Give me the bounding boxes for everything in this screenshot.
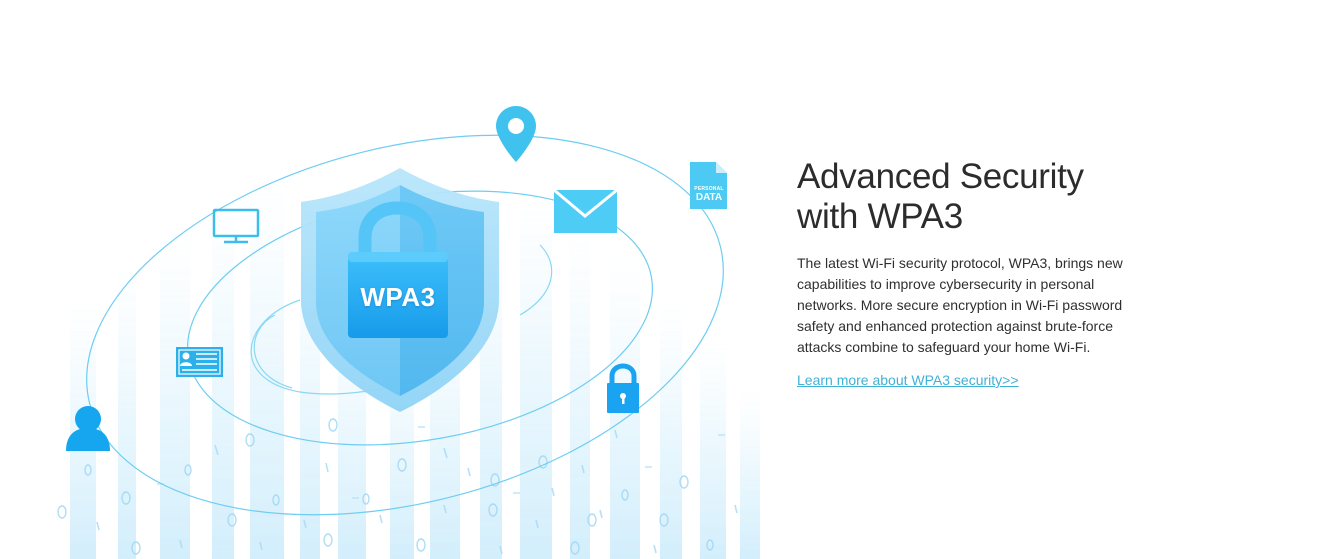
personal-data-document-icon	[690, 162, 727, 209]
feature-content: Advanced Security with WPA3 The latest W…	[797, 157, 1137, 390]
title-line-2: with WPA3	[797, 197, 963, 236]
binary-ones	[96, 429, 738, 555]
id-card-icon	[176, 347, 223, 377]
shield-lock-icon	[301, 168, 499, 412]
monitor-icon	[212, 208, 260, 244]
binary-dashes	[157, 426, 725, 499]
location-pin-icon	[496, 106, 536, 162]
wpa3-illustration: WPA3 PERSONAL DATA	[57, 106, 760, 559]
illustration-graphics	[57, 106, 760, 559]
feature-description: The latest Wi-Fi security protocol, WPA3…	[797, 255, 1123, 355]
user-icon	[66, 406, 110, 451]
padlock-icon	[607, 363, 639, 413]
shield-wpa3-label: WPA3	[360, 282, 436, 312]
envelope-icon	[553, 188, 618, 233]
binary-digits	[57, 418, 714, 555]
learn-more-link[interactable]: Learn more about WPA3 security>>	[797, 372, 1019, 388]
title-line-1: Advanced Security	[797, 157, 1084, 196]
document-label-data: DATA	[695, 192, 723, 203]
document-label-personal: PERSONAL	[694, 186, 724, 192]
feature-title: Advanced Security with WPA3	[797, 157, 1137, 237]
